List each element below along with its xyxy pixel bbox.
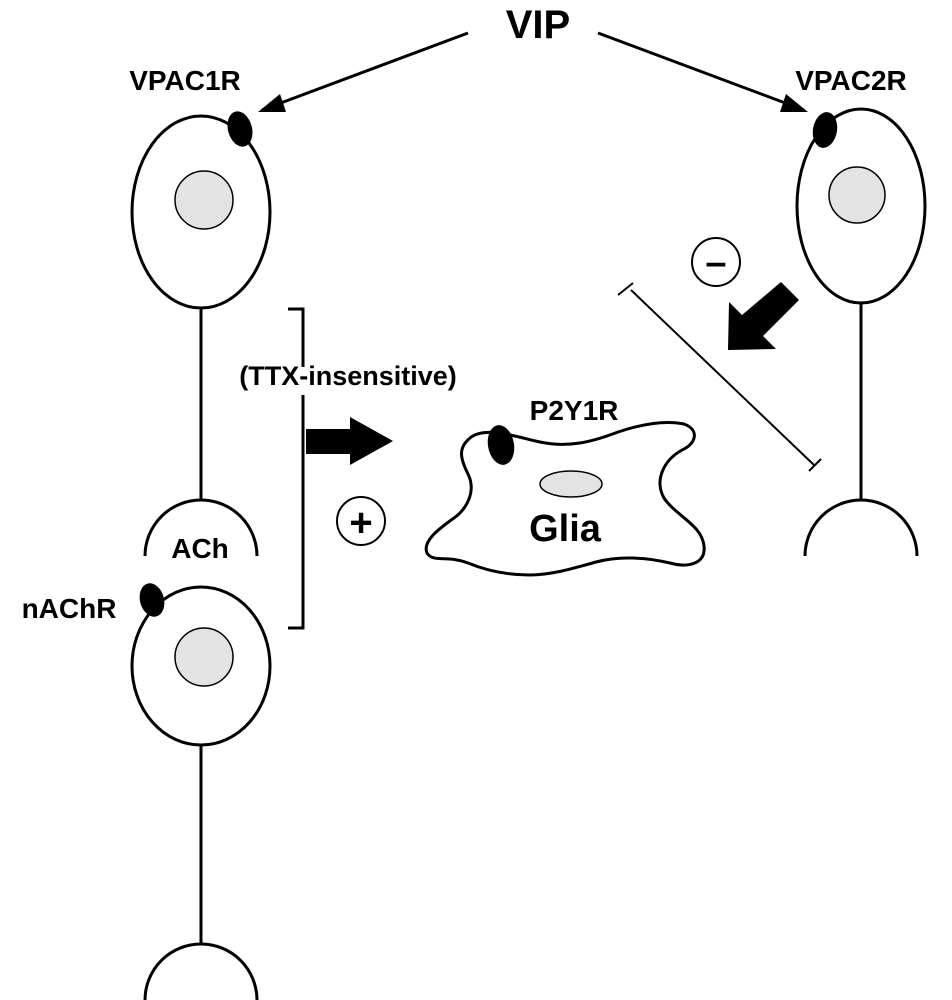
barrier-top-tick	[617, 282, 634, 296]
vpac1r-receptor	[227, 111, 253, 147]
vpac1r-terminal	[143, 498, 259, 557]
p2y1r-label: P2Y1R	[530, 395, 619, 426]
minus-symbol: –	[705, 242, 726, 284]
vip-to-vpac2r-arrow	[597, 31, 805, 112]
ach-label: ACh	[171, 533, 229, 564]
glia-nucleus	[539, 470, 603, 498]
barrier-line	[630, 289, 815, 466]
barrier-bottom-tick	[808, 458, 822, 472]
vpac2r-terminal	[803, 498, 919, 557]
plus-symbol: +	[349, 501, 372, 545]
vip-label: VIP	[506, 3, 570, 47]
nachr-neuron: nAChR	[22, 583, 272, 1000]
vpac2r-neuron: VPAC2R	[795, 65, 927, 557]
vpac2r-receptor	[812, 112, 838, 148]
excitatory-arrow	[306, 417, 393, 465]
ttx-insensitive-label: (TTX-insensitive)	[239, 361, 457, 391]
vpac2r-label: VPAC2R	[795, 65, 907, 96]
inhibition-barrier	[617, 282, 822, 472]
vpac1r-neuron: VPAC1R	[129, 65, 272, 557]
nachr-receptor	[139, 583, 165, 617]
vpac2r-nucleus	[828, 166, 886, 224]
vip-to-vpac2r-arrowhead	[780, 94, 808, 112]
glia-cell: P2Y1R Glia	[424, 395, 706, 577]
inhibitory-arrow	[728, 282, 799, 350]
vip-to-vpac1r-arrow	[261, 31, 469, 112]
nachr-label: nAChR	[22, 593, 117, 624]
p2y1r-receptor	[487, 425, 515, 465]
nachr-terminal	[143, 942, 259, 1000]
glia-cell-body	[424, 420, 706, 577]
vpac1r-label: VPAC1R	[129, 65, 241, 96]
minus-sign: –	[691, 237, 741, 287]
minus-circle	[691, 237, 741, 287]
vip-to-vpac1r-arrowhead	[258, 94, 286, 112]
vpac1r-nucleus	[174, 170, 234, 230]
plus-sign: +	[336, 496, 386, 546]
glia-label: Glia	[529, 508, 602, 550]
nachr-nucleus	[174, 627, 234, 687]
ttx-bracket	[288, 307, 305, 630]
plus-circle	[336, 496, 386, 546]
